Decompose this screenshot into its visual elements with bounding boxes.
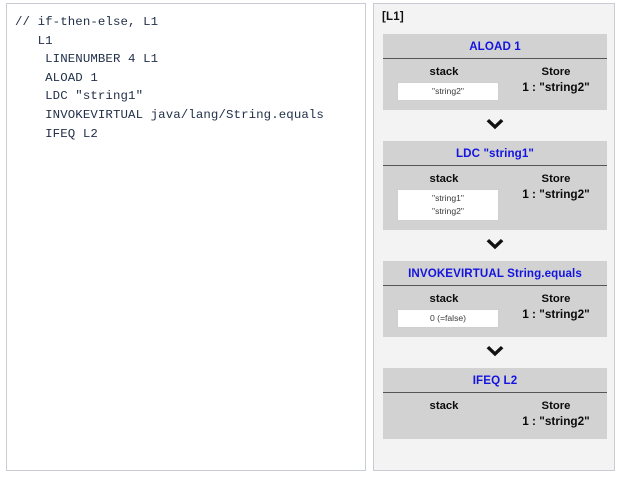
store-column-header: Store [541,400,571,412]
trace-step-title: LDC "string1" [383,141,607,166]
store-value: 1 : "string2" [522,414,590,428]
trace-step: ALOAD 1 stack "string2" Store 1 : "string2" [383,34,607,110]
trace-step-body: stack "string1" "string2" Store 1 : "string2… [383,166,607,230]
trace-step: IFEQ L2 stack Store 1 : "string2" [383,368,607,439]
stack-column: stack "string2" [383,59,505,101]
trace-panel: [L1] ALOAD 1 stack "string2" Store 1 : "stri… [373,3,615,471]
step-spacer [383,101,607,110]
trace-step-body: stack Store 1 : "string2" [383,393,607,439]
trace-step-columns: stack 0 (=false) Store 1 : "string2" [383,286,607,328]
trace-label: [L1] [382,11,404,23]
code-panel: // if-then-else, L1 L1 LINENUMBER 4 L1 A… [6,3,366,471]
trace-step-title: INVOKEVIRTUAL String.equals [383,261,607,286]
store-column: Store 1 : "string2" [505,59,607,95]
stack-column: stack [383,393,505,413]
store-column-header: Store [541,66,571,78]
store-value: 1 : "string2" [522,307,590,321]
trace-step-body: stack 0 (=false) Store 1 : "string2" [383,286,607,337]
trace-step-title: ALOAD 1 [383,34,607,59]
stack-box: "string1" "string2" [397,189,499,221]
store-column: Store 1 : "string2" [505,286,607,322]
store-column: Store 1 : "string2" [505,166,607,202]
stack-entry: "string2" [432,86,464,96]
bytecode-listing: // if-then-else, L1 L1 LINENUMBER 4 L1 A… [15,15,324,141]
chevron-down-icon [383,337,607,368]
store-value: 1 : "string2" [522,80,590,94]
stack-entry: 0 (=false) [429,313,467,323]
stack-column: stack 0 (=false) [383,286,505,328]
trace-step-columns: stack "string1" "string2" Store 1 : "string2… [383,166,607,221]
stack-column-header: stack [429,173,459,185]
stack-column-header: stack [429,66,459,78]
chevron-down-icon [383,110,607,141]
stack-column: stack "string1" "string2" [383,166,505,221]
stack-column-header: stack [429,400,459,412]
stack-entry: "string2" [432,206,464,216]
trace-step-title: IFEQ L2 [383,368,607,393]
step-spacer [383,328,607,337]
step-spacer [383,221,607,230]
trace-step-body: stack "string2" Store 1 : "string2" [383,59,607,110]
stack-column-header: stack [429,293,459,305]
store-column: Store 1 : "string2" [505,393,607,429]
trace-step-columns: stack "string2" Store 1 : "string2" [383,59,607,101]
chevron-down-icon [383,230,607,261]
store-value: 1 : "string2" [522,187,590,201]
stack-box: 0 (=false) [397,309,499,328]
trace-step: INVOKEVIRTUAL String.equals stack 0 (=fals… [383,261,607,337]
stack-entry: "string1" [432,193,464,203]
step-spacer [383,429,607,438]
store-column-header: Store [541,173,571,185]
trace-step: LDC "string1" stack "string1" "string2" Stor… [383,141,607,230]
stack-box: "string2" [397,82,499,101]
trace-step-columns: stack Store 1 : "string2" [383,393,607,429]
store-column-header: Store [541,293,571,305]
